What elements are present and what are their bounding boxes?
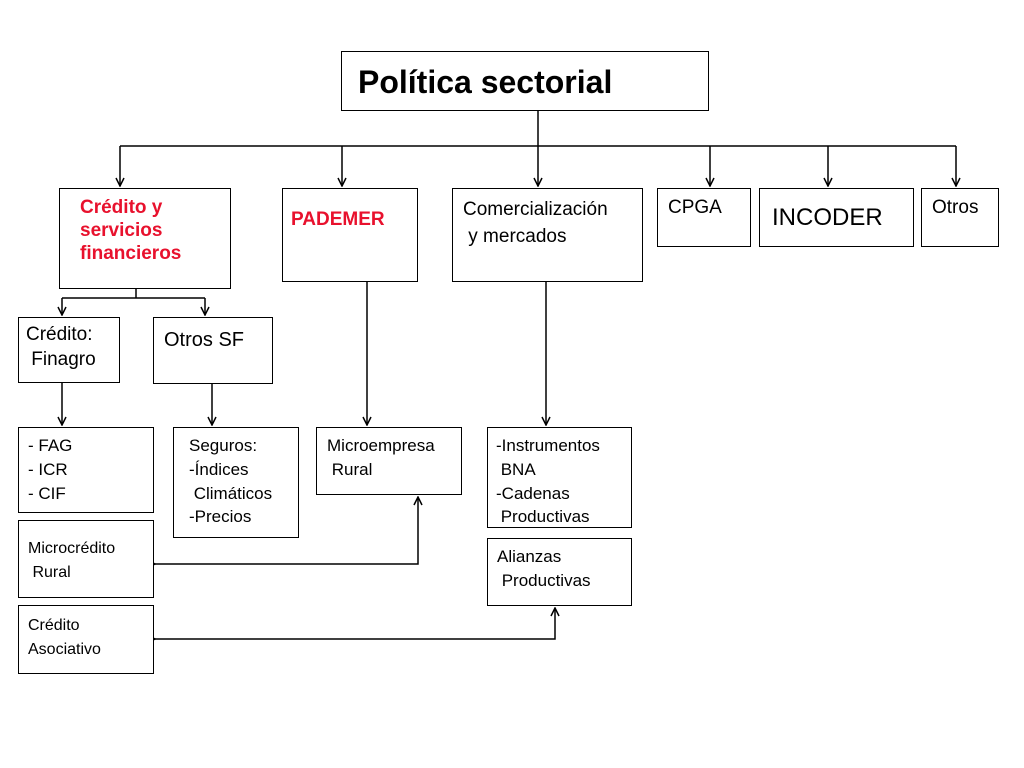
comercializacion-box: Comercialización y mercados [452,188,643,282]
instrumentos-box: -Instrumentos BNA -Cadenas Productivas [487,427,632,528]
link-microcredito-microempresa [155,497,418,564]
link-credito-asociativo-alianzas [155,608,555,639]
microcredito-rural-label: Microcrédito Rural [28,540,116,581]
fag-icr-cif-box: - FAG - ICR - CIF [18,427,154,513]
credito-servicios-label: Crédito y servicios financieros [80,197,182,264]
alianzas-productivas-box: Alianzas Productivas [487,538,632,606]
otros-label: Otros [932,197,979,218]
cpga-box: CPGA [657,188,751,247]
credito-asociativo-label: Crédito Asociativo [28,617,101,658]
microempresa-rural-label: Microempresa Rural [327,436,435,479]
politica-sectorial-title: Política sectorial [358,64,613,100]
otros-sf-box: Otros SF [153,317,273,384]
seguros-box: Seguros: -Índices Climáticos -Precios [173,427,299,538]
otros-sf-label: Otros SF [164,329,245,351]
credito-servicios-box: Crédito y servicios financieros [59,188,231,289]
cpga-label: CPGA [668,197,722,218]
fag-icr-cif-label: - FAG - ICR - CIF [28,436,73,503]
otros-box: Otros [921,188,999,247]
microempresa-rural-box: Microempresa Rural [316,427,462,495]
credito-finagro-label: Crédito: Finagro [26,324,96,370]
incoder-box: INCODER [759,188,914,247]
politica-sectorial-box: Política sectorial [341,51,709,111]
alianzas-productivas-label: Alianzas Productivas [497,547,591,590]
credito-finagro-box: Crédito: Finagro [18,317,120,383]
comercializacion-label: Comercialización y mercados [463,199,608,247]
pademer-box: PADEMER [282,188,418,282]
instrumentos-label: -Instrumentos BNA -Cadenas Productivas [496,436,600,527]
credito-asociativo-box: Crédito Asociativo [18,605,154,674]
seguros-label: Seguros: -Índices Climáticos -Precios [189,436,273,527]
pademer-label: PADEMER [291,209,385,230]
incoder-label: INCODER [772,204,883,231]
microcredito-rural-box: Microcrédito Rural [18,520,154,598]
